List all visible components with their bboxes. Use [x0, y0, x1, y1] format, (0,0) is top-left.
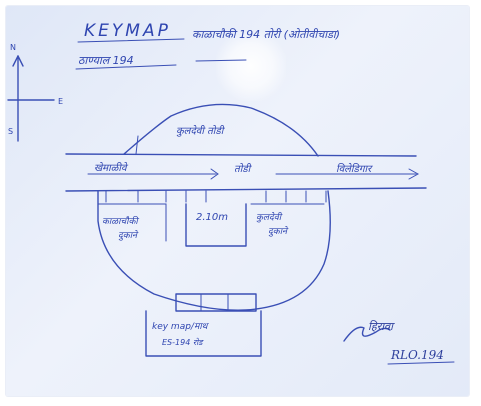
right-shop-label-2: दुकाने: [268, 225, 289, 237]
left-shop-block: [97, 203, 167, 242]
subtitle-underline: [75, 64, 177, 70]
left-shop-label-2: दुकाने: [118, 229, 139, 241]
keymap-subtitle: ठाण्याल 194: [78, 54, 134, 67]
center-block-label: 2.10m: [196, 212, 228, 223]
right-shop-label-1: कुलदेवी: [256, 211, 283, 223]
gate-boxes-outline: [175, 293, 257, 312]
header-dash: [195, 59, 247, 62]
hill-label: कुलदेवी तोडी: [176, 125, 226, 137]
keymap-title-suffix: काळाचौकी 194 तोरी (ओतीवीचाडा): [192, 28, 340, 41]
signature-flourish: [343, 326, 391, 342]
road-left-label: खेमाळीवे: [94, 162, 129, 174]
road-edge-bottom: [65, 187, 427, 192]
bottom-label-box: [145, 310, 262, 357]
compass-south-label: S: [8, 127, 13, 136]
bottom-box-label-1: key map/माथ: [152, 322, 210, 332]
keymap-title: KEYMAP: [84, 21, 171, 41]
compass-north-label: N: [10, 43, 16, 52]
road-edge-top: [65, 153, 417, 157]
signature-underline: [387, 361, 455, 365]
keymap-drawing: KEYMAP काळाचौकी 194 तोरी (ओतीवीचाडा) ठाण…: [7, 21, 455, 365]
title-underline: [77, 38, 185, 43]
road-right-label: विलेडिगार: [336, 163, 373, 175]
bottom-box-label-2: ES-194 रोड: [162, 337, 204, 347]
left-shop-dividers: [105, 190, 207, 203]
compass-arrowhead: [12, 55, 24, 67]
left-shop-label-1: काळाचौकी: [102, 215, 139, 227]
signature-name: हिरावा: [368, 320, 395, 333]
center-block: [185, 203, 247, 247]
road-arrow-right: [408, 168, 420, 180]
right-shop-dividers: [265, 190, 327, 203]
compass-east-label: E: [58, 97, 63, 106]
road-center-label: तोडी: [234, 163, 253, 175]
gate-box-dividers: [200, 293, 229, 312]
hill-stroke: [135, 135, 139, 155]
camera-glare: [216, 31, 286, 101]
compound-outline: [97, 190, 331, 311]
hand-drawn-keymap-sheet: KEYMAP काळाचौकी 194 तोरी (ओतीवीचाडा) ठाण…: [6, 6, 469, 396]
road-arrow-center: [210, 168, 219, 180]
signature-number: RLO.194: [390, 348, 444, 362]
hill-outline: [123, 103, 319, 157]
